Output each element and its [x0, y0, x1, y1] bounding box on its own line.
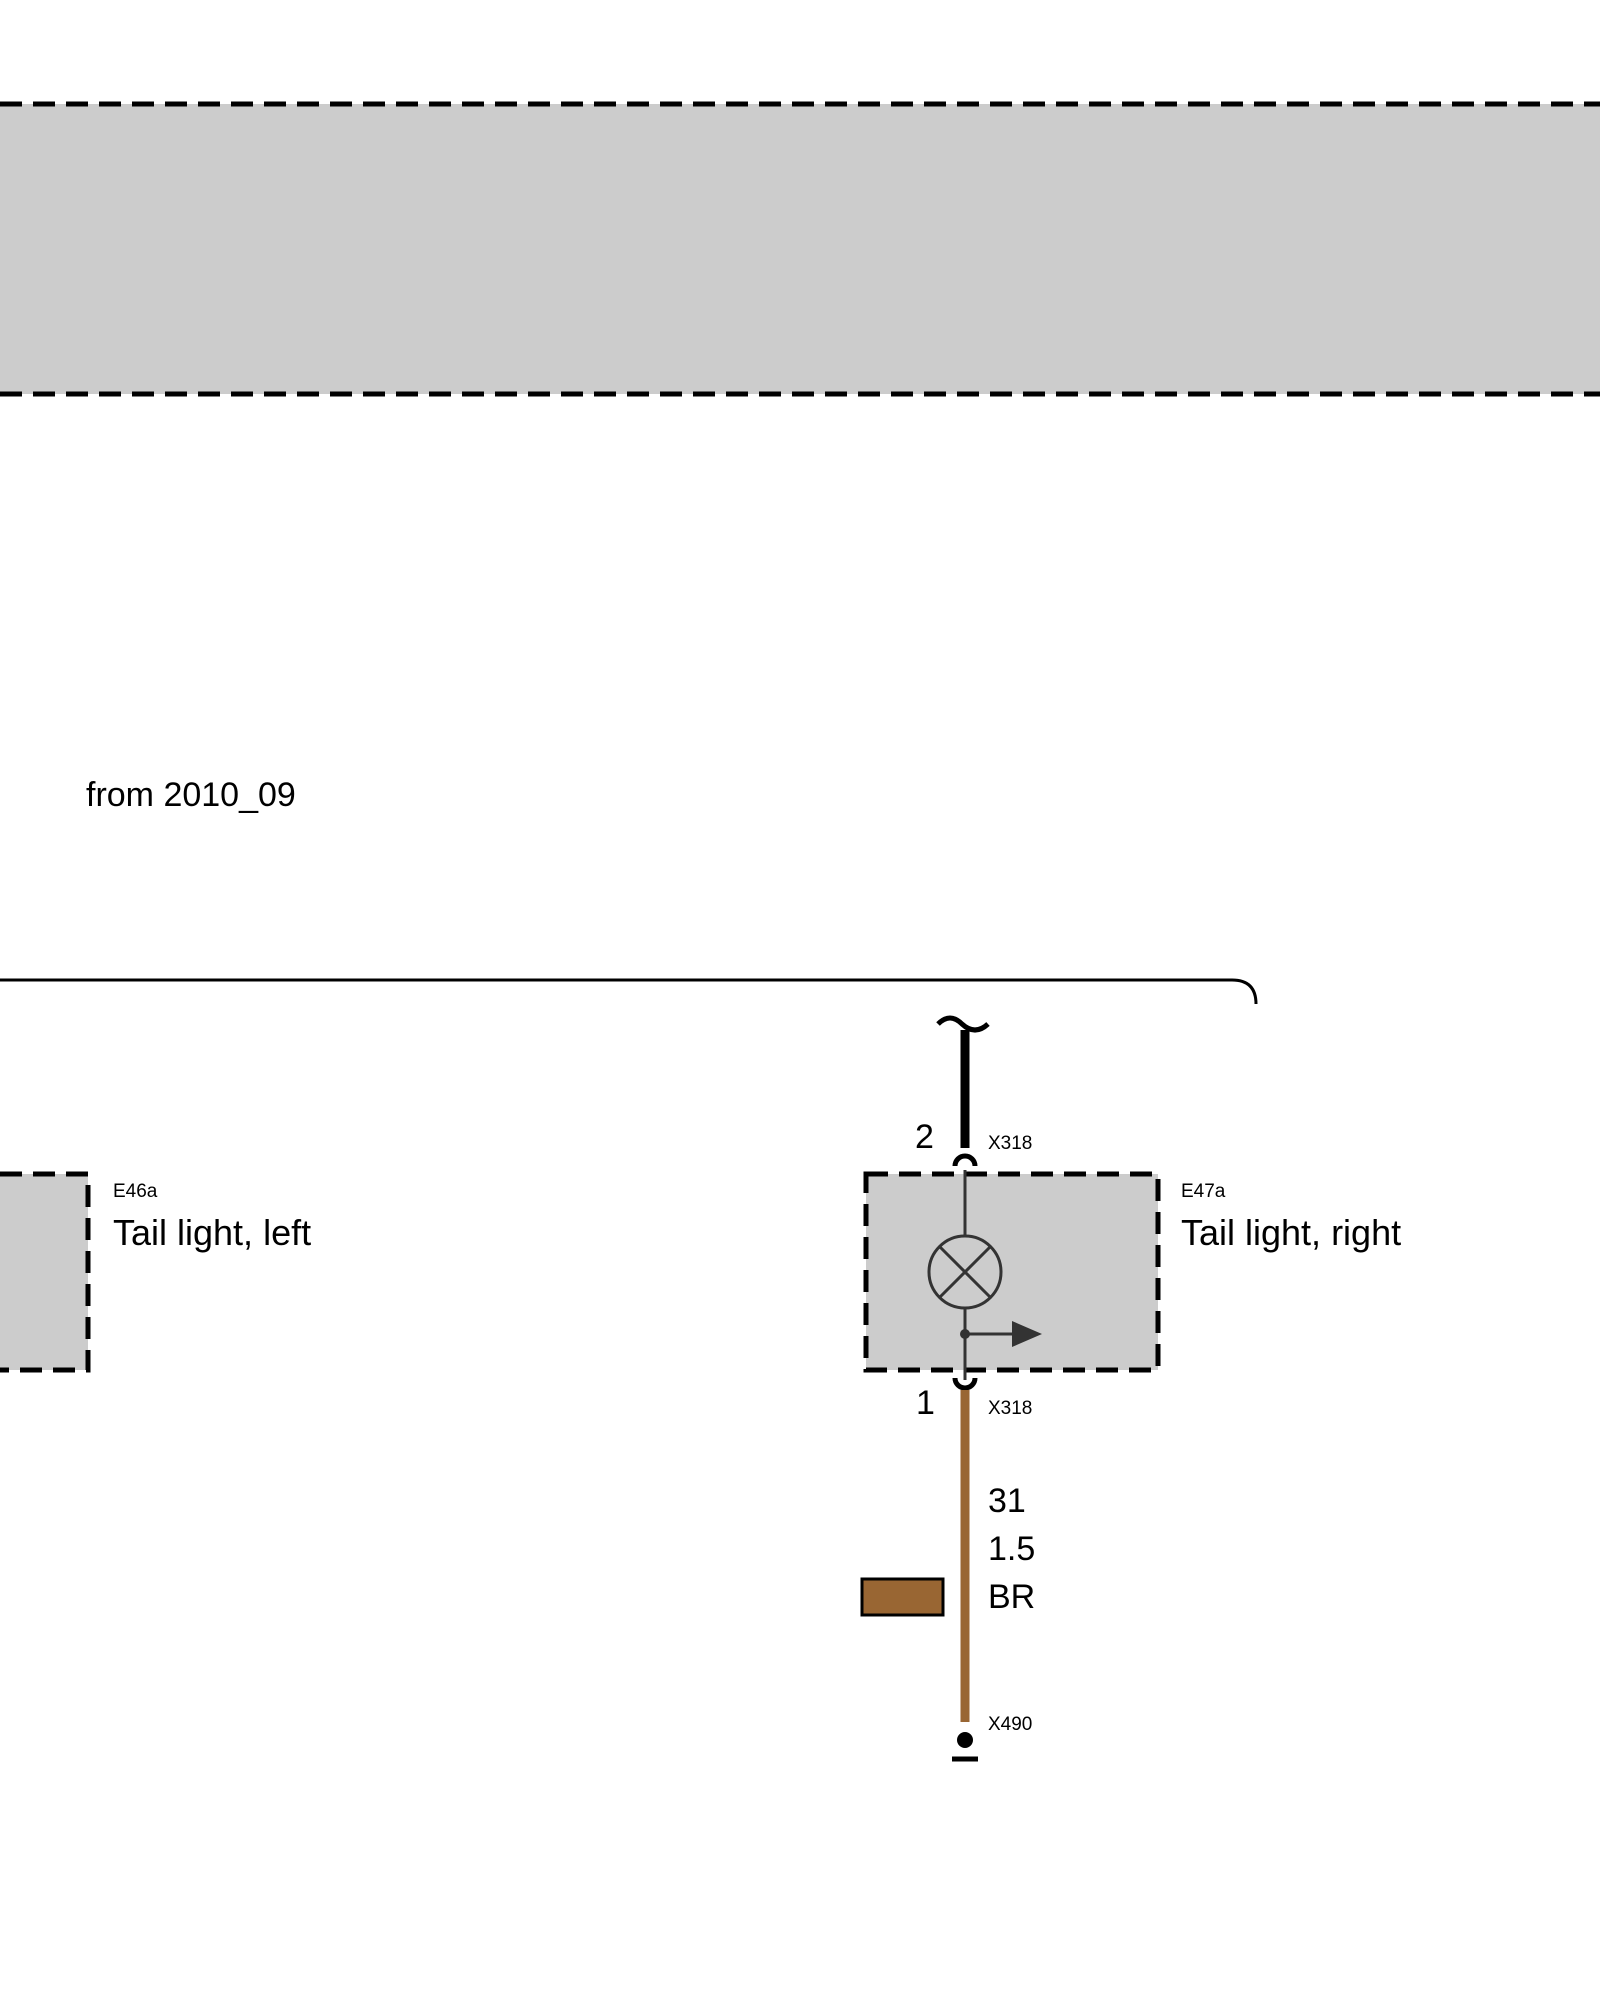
connector-top-id: X318 [988, 1133, 1032, 1154]
connector-top-pin: 2 [915, 1118, 934, 1156]
connector-bottom-id: X318 [988, 1398, 1032, 1419]
wire-break-icon [936, 1015, 990, 1033]
wire-color-swatch [860, 1577, 945, 1617]
ground-point-icon [952, 1732, 978, 1762]
left-tail-light-code: E46a [113, 1181, 158, 1202]
module-box-top [0, 101, 1600, 397]
output-arrow-icon [965, 1321, 1042, 1347]
variant-bracket [0, 978, 1258, 1005]
right-tail-light-code: E47a [1181, 1181, 1226, 1202]
wire-cross-section: 1.5 [988, 1530, 1035, 1568]
connector-top-icon [952, 1153, 978, 1167]
connector-bottom-pin: 1 [916, 1384, 935, 1422]
right-tail-light-name: Tail light, right [1181, 1212, 1401, 1253]
ground-connector-id: X490 [988, 1714, 1032, 1735]
variant-note: from 2010_09 [86, 776, 296, 814]
right-tail-light-box [863, 1170, 1161, 1380]
wire-black-upper [936, 1015, 990, 1148]
connector-bottom-icon [952, 1377, 978, 1391]
wire-terminal: 31 [988, 1482, 1026, 1520]
wire-color-code: BR [988, 1578, 1035, 1616]
left-tail-light-name: Tail light, left [113, 1212, 311, 1253]
left-tail-light-box [0, 1171, 91, 1373]
